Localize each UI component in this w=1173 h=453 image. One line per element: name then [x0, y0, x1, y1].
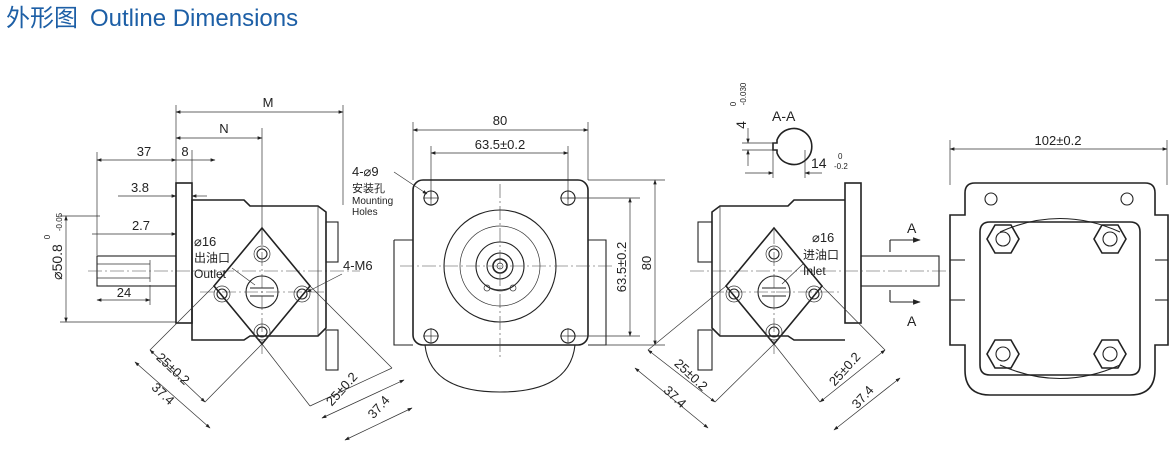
outlet-label-cn: 出油口	[194, 251, 230, 265]
bolt	[986, 339, 1020, 369]
mounting-holes-en-1: Mounting	[352, 196, 393, 207]
key-tol-upper: 0	[729, 101, 738, 106]
front-dim-63-5-top: 63.5±0.2	[475, 137, 526, 152]
top-view: 102±0.2	[949, 133, 1169, 396]
dim-M: M	[263, 95, 274, 110]
left-diag-37-4-b: 37.4	[365, 393, 393, 422]
dim-3-8: 3.8	[131, 180, 149, 195]
right-diag-37-4-a: 37.4	[661, 383, 690, 411]
top-dim-102: 102±0.2	[1035, 133, 1082, 148]
right-diag-25-b: 25±0.2	[826, 349, 864, 389]
mounting-holes-en-2: Holes	[352, 207, 378, 218]
inlet-label-cn: 进油口	[803, 248, 839, 262]
dim-shaft-diameter: ⌀50.8	[49, 244, 65, 280]
shaft-tol-lower: -0.05	[55, 212, 64, 231]
section-a-top: A	[907, 220, 917, 236]
section-a-bottom: A	[907, 313, 917, 329]
title-en: Outline Dimensions	[90, 5, 299, 32]
inlet-label-en: Inlet	[803, 264, 826, 278]
mounting-holes-dia: 4-⌀9	[352, 164, 379, 179]
section-label: A-A	[772, 108, 796, 124]
dim-37: 37	[137, 144, 151, 159]
left-diag-37-4-a: 37.4	[149, 380, 178, 408]
bolt	[986, 224, 1020, 254]
key-depth: 14	[811, 155, 827, 171]
bolt	[1093, 339, 1127, 369]
front-dim-80-top: 80	[493, 113, 507, 128]
dim-8: 8	[181, 144, 188, 159]
front-dim-80-side: 80	[639, 256, 654, 270]
key-tol-lower: -0.030	[739, 82, 748, 105]
mounting-holes-cn: 安装孔	[352, 181, 385, 195]
inlet-diameter: ⌀16	[812, 230, 834, 245]
thread-label: 4-M6	[343, 258, 373, 273]
front-dim-63-5-side: 63.5±0.2	[614, 242, 629, 293]
title-cn: 外形图	[6, 5, 78, 32]
front-view: 80 63.5±0.2 4-⌀9 安装孔 Mounting Holes	[352, 113, 665, 393]
shaft-tol-upper: 0	[43, 234, 52, 239]
dim-2-7: 2.7	[132, 218, 150, 233]
dim-24: 24	[117, 285, 131, 300]
outlet-label-en: Outlet	[194, 267, 227, 281]
right-diag-37-4-b: 37.4	[849, 383, 877, 412]
key-width: 4	[733, 121, 749, 129]
bolt	[1093, 224, 1127, 254]
dim-N: N	[219, 121, 228, 136]
depth-tol-lower: -0.2	[834, 162, 848, 171]
outlet-diameter: ⌀16	[194, 234, 216, 249]
key-section: A-A 4 0 -0.030 14 0 -0.2	[729, 82, 848, 178]
left-view: M N 37 8 3.8 2.7 ⌀50.8 0 -0.05 24	[43, 95, 413, 441]
depth-tol-upper: 0	[838, 152, 843, 161]
right-view: ⌀16 进油口 Inlet A A 25±0.2 37.4 25±0.2 37.…	[634, 182, 950, 431]
page-title: 外形图 Outline Dimensions	[6, 4, 298, 34]
